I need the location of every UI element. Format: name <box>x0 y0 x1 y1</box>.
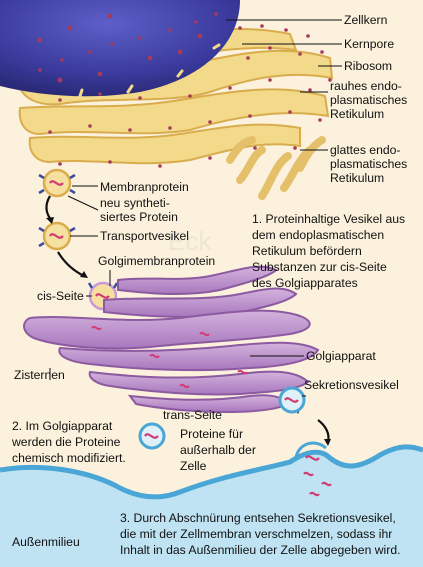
label-rough-er-3: Retikulum <box>330 107 385 121</box>
label-rough-er-1: rauhes endo- <box>330 79 402 93</box>
nuclear-pores <box>78 43 221 98</box>
label-cisternae: Zisternen <box>14 368 65 382</box>
label-smooth-er-3: Retikulum <box>330 171 385 185</box>
step-1-line-3: Retikulum befördern <box>252 244 362 258</box>
cell-membrane <box>0 444 423 500</box>
step-3-line-2: die mit der Zellmembran verschmelzen, so… <box>120 527 393 541</box>
label-nucleus: Zellkern <box>344 13 388 27</box>
label-nuclear-pore: Kernpore <box>344 37 395 51</box>
ribosomes <box>37 12 332 168</box>
golgi-apparatus <box>23 265 320 414</box>
label-golgi-membrane-protein: Golgimembranprotein <box>98 254 216 268</box>
step-1-line-4: Substanzen zur cis-Seite <box>252 260 387 274</box>
label-new-protein-2: siertes Protein <box>100 210 178 224</box>
secreted-proteins <box>303 471 332 497</box>
label-new-protein-1: neu syntheti- <box>100 196 170 210</box>
step-1-line-2: dem endoplasmatischen <box>252 228 385 242</box>
label-smooth-er-2: plasmatisches <box>330 157 408 171</box>
label-ribosome: Ribosom <box>344 59 393 73</box>
label-smooth-er-1: glattes endo- <box>330 143 401 157</box>
label-proteins-outside-2: außerhalb der <box>180 443 256 457</box>
label-transport-vesicle: Transportvesikel <box>100 229 189 243</box>
step-3-line-1: 3. Durch Abschnürung entsehen Sekretions… <box>120 511 396 525</box>
protein-vesicle <box>138 422 166 450</box>
step-1-line-1: 1. Proteinhaltige Vesikel aus <box>252 212 406 226</box>
step-2-line-2: werden die Proteine <box>12 435 121 449</box>
label-proteins-outside-3: Zelle <box>180 459 207 473</box>
label-secretory-vesicle: Sekretionsvesikel <box>304 378 399 392</box>
transport-vesicle <box>38 221 76 251</box>
smooth-er <box>226 136 326 200</box>
label-rough-er-2: plasmatisches <box>330 93 408 107</box>
outside-space <box>0 446 423 567</box>
label-trans-side: trans-Seite <box>163 408 222 422</box>
label-outside: Außenmilieu <box>12 535 80 549</box>
er-vesicle <box>38 168 76 198</box>
step-2-line-3: chemisch modifiziert. <box>12 451 126 465</box>
secretory-vesicle <box>278 386 306 414</box>
watermark: Eck <box>168 226 212 256</box>
label-cis-side: cis-Seite <box>37 289 84 303</box>
step-3-line-3: Inhalt in das Außenmilieu der Zelle abge… <box>120 543 401 557</box>
step-2-line-1: 2. Im Golgiapparat <box>12 419 113 433</box>
label-membrane-protein: Membranprotein <box>100 180 189 194</box>
golgi-proteins <box>91 325 248 389</box>
step-1-line-5: des Golgiapparates <box>252 276 358 290</box>
fusing-vesicle <box>294 441 327 461</box>
label-golgi: Golgiapparat <box>306 349 376 363</box>
leader-lines <box>49 19 342 397</box>
label-proteins-outside-1: Proteine für <box>180 427 244 441</box>
